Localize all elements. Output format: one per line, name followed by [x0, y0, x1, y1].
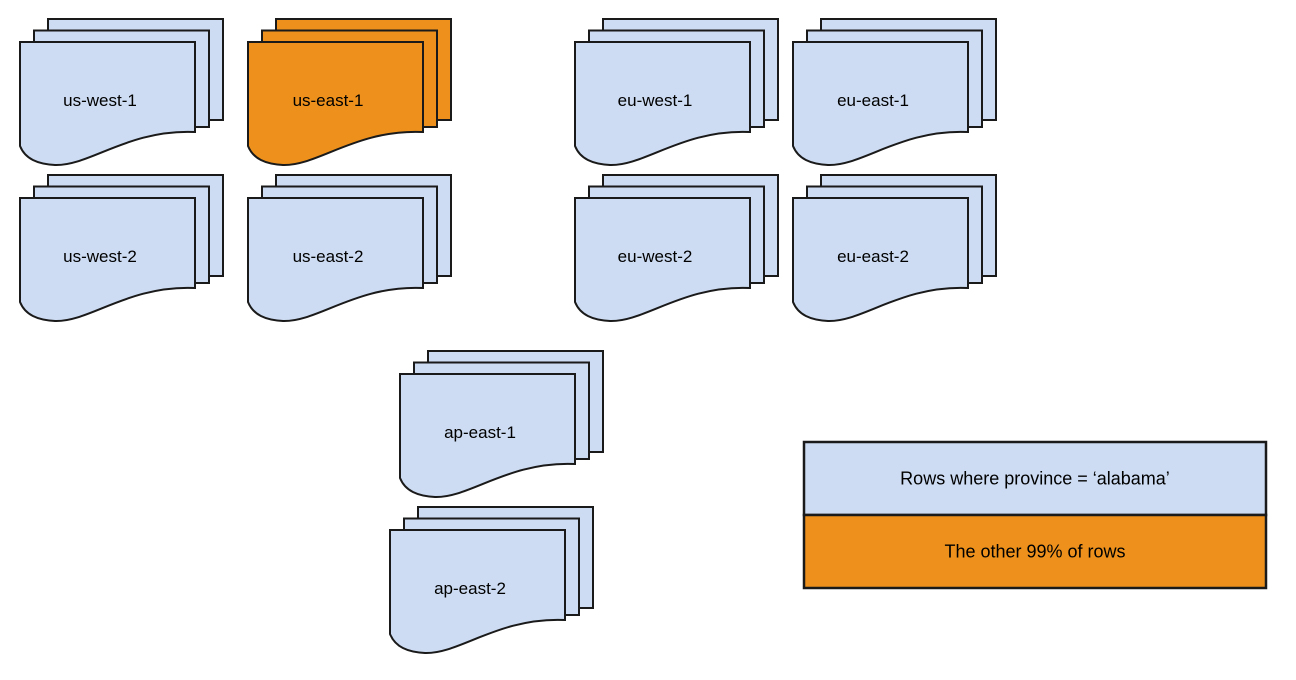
document-stack-eu-east-1[interactable] — [792, 18, 997, 167]
document-stack-eu-east-2[interactable] — [792, 174, 997, 323]
document-sheet-front — [389, 529, 566, 655]
document-stack-eu-west-1[interactable] — [574, 18, 779, 167]
document-sheet-front — [247, 197, 424, 323]
legend — [802, 440, 1268, 590]
document-sheet-front — [247, 41, 424, 167]
document-stack-us-east-1[interactable] — [247, 18, 452, 167]
document-sheet-front — [574, 41, 751, 167]
document-stack-us-east-2[interactable] — [247, 174, 452, 323]
document-stack-ap-east-1[interactable] — [399, 350, 604, 499]
document-stack-us-west-1[interactable] — [19, 18, 224, 167]
document-sheet-front — [19, 41, 196, 167]
document-sheet-front — [792, 197, 969, 323]
legend-swatch-1 — [802, 513, 1268, 590]
document-sheet-front — [574, 197, 751, 323]
document-stack-ap-east-2[interactable] — [389, 506, 594, 655]
document-stack-eu-west-2[interactable] — [574, 174, 779, 323]
document-sheet-front — [19, 197, 196, 323]
legend-swatch-0 — [802, 440, 1268, 517]
document-stack-us-west-2[interactable] — [19, 174, 224, 323]
document-sheet-front — [792, 41, 969, 167]
document-sheet-front — [399, 373, 576, 499]
